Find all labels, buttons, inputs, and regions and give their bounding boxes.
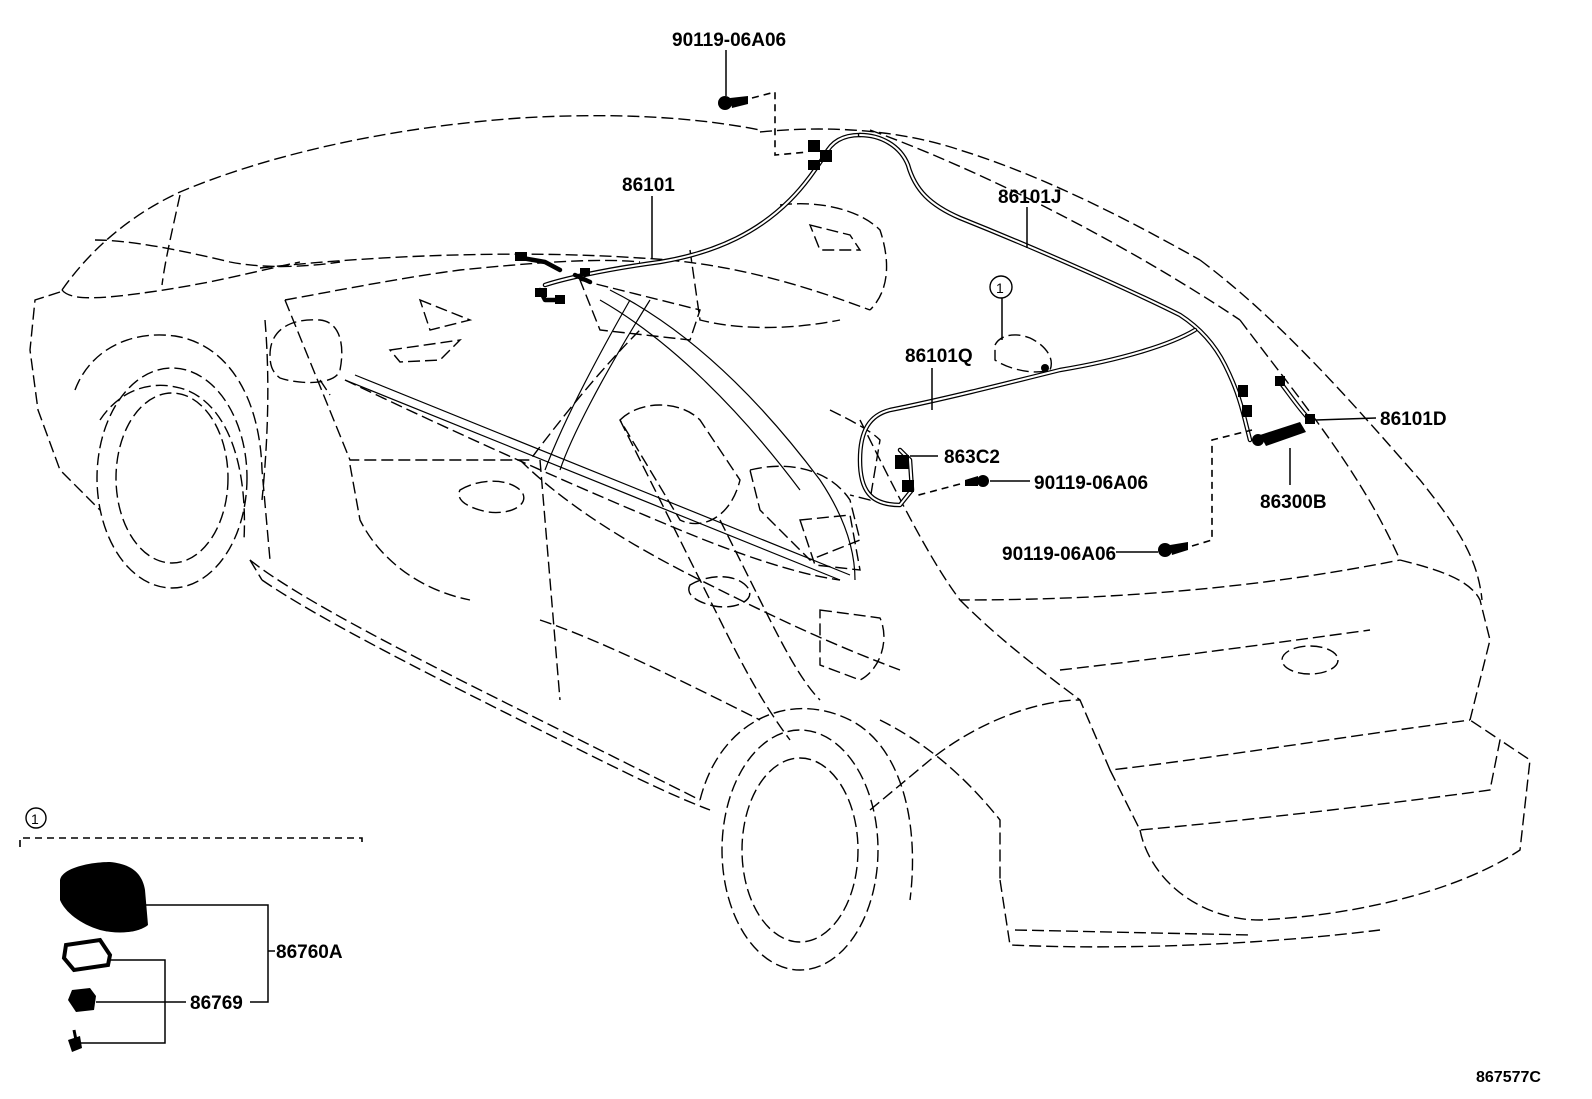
nut-icon [68, 988, 96, 1012]
connector-icon [555, 295, 565, 304]
car-body-outline [29, 114, 1531, 971]
car-solid-lines [344, 289, 856, 581]
diagram-code: 867577C [1476, 1069, 1541, 1086]
bolt-low-icon [1158, 542, 1188, 557]
label-harness-q: 86101Q [905, 346, 973, 367]
label-harness-main: 86101 [622, 175, 675, 196]
callout-circle [989, 275, 1013, 299]
wire-harness-j [857, 132, 1253, 443]
wire-harness-d [1275, 376, 1315, 424]
label-antenna-assy: 86760A [276, 942, 343, 963]
callout-number: 1 [996, 280, 1004, 296]
connector-icon [1305, 414, 1315, 424]
connector-icon [1242, 405, 1252, 417]
connector-icon [515, 252, 527, 261]
label-harness-d: 86101D [1380, 409, 1447, 430]
label-bolt-low: 90119-06A06 [1002, 544, 1116, 565]
connector-icon [895, 455, 909, 469]
detail-inset [19, 807, 363, 1052]
connector-icon [1238, 385, 1248, 397]
screw-icon [68, 1036, 82, 1052]
label-bolt-mid: 90119-06A06 [1034, 473, 1148, 494]
wire-harness-main [515, 132, 863, 304]
roof-antenna [994, 334, 1052, 373]
gasket-icon [61, 937, 113, 973]
label-harness-j: 86101J [998, 187, 1061, 208]
label-connector-c2: 863C2 [944, 447, 1000, 468]
leader-lines [651, 50, 1377, 553]
connector-icon [535, 288, 547, 297]
antenna-housing-icon [60, 862, 148, 933]
wire-harness-q [857, 327, 1198, 508]
label-bolt-top: 90119-06A06 [672, 30, 786, 51]
connector-icon [808, 160, 820, 170]
connector-icon [1275, 376, 1285, 386]
bolt-mid-icon [965, 475, 989, 487]
label-amp-b: 86300B [1260, 492, 1327, 513]
amplifier-part [1252, 422, 1306, 446]
connector-icon [808, 140, 820, 152]
label-gasket-set: 86769 [190, 993, 243, 1014]
callout-circle [25, 807, 47, 829]
callout-number: 1 [31, 811, 39, 827]
connector-icon [580, 268, 590, 276]
bolt-top-icon [718, 96, 748, 110]
connector-icon [820, 150, 832, 162]
connector-icon [902, 480, 914, 492]
